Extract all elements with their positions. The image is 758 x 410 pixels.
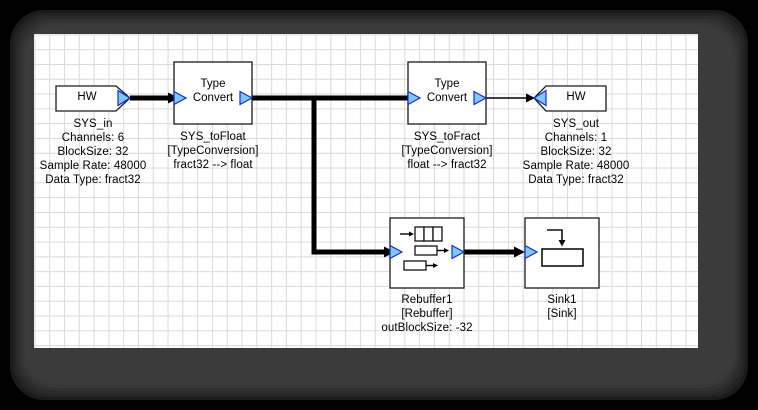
- label-sys-tofract-detail-0: [TypeConversion]: [401, 145, 493, 157]
- diagram-canvas[interactable]: HW Type Convert Type Convert HW SYS_in C…: [34, 34, 698, 348]
- node-sys-tofloat[interactable]: [173, 61, 254, 125]
- label-rebuffer1: Rebuffer1 [Rebuffer] outBlockSize: -32: [357, 293, 497, 335]
- label-sys-tofloat-name: SYS_toFloat: [180, 131, 246, 143]
- label-sys-out-detail-2: Sample Rate: 48000: [522, 160, 630, 172]
- rebuffer-icon: [400, 226, 449, 271]
- label-sys-in-detail-3: Data Type: fract32: [45, 174, 141, 186]
- wire-sys-in-to-sys-tofloat[interactable]: [130, 92, 179, 104]
- node-sys-in[interactable]: [55, 85, 132, 112]
- label-sys-tofract: SYS_toFract [TypeConversion] float --> f…: [377, 130, 517, 172]
- wire-sys-tofloat-to-rebuffer1[interactable]: [311, 98, 395, 258]
- label-sys-out-detail-1: BlockSize: 32: [540, 146, 612, 158]
- label-sys-in-detail-1: BlockSize: 32: [57, 146, 129, 158]
- wire-sys-tofract-to-sys-out[interactable]: [486, 93, 535, 103]
- label-sys-tofloat-detail-1: fract32 --> float: [173, 159, 253, 171]
- label-sys-tofloat-detail-0: [TypeConversion]: [167, 145, 259, 157]
- node-sys-out[interactable]: [532, 85, 607, 112]
- label-sink1-detail-0: [Sink]: [547, 308, 577, 320]
- label-sys-in-name: SYS_in: [73, 118, 113, 130]
- label-sys-out: SYS_out Channels: 1 BlockSize: 32 Sample…: [504, 117, 648, 187]
- node-sink1[interactable]: [524, 217, 600, 289]
- label-sys-in-detail-0: Channels: 6: [61, 132, 125, 144]
- node-rebuffer1[interactable]: [389, 217, 466, 289]
- label-sink1: Sink1 [Sink]: [502, 293, 622, 321]
- label-sys-out-name: SYS_out: [552, 118, 600, 130]
- label-sys-in-detail-2: Sample Rate: 48000: [39, 160, 147, 172]
- block-diagram-svg: [55, 61, 607, 289]
- label-sys-tofract-detail-1: float --> fract32: [407, 159, 487, 171]
- label-sink1-name: Sink1: [547, 294, 577, 306]
- node-sys-tofract[interactable]: [407, 61, 488, 125]
- wire-rebuffer1-to-sink1[interactable]: [464, 246, 525, 258]
- label-sys-out-detail-0: Channels: 1: [544, 132, 608, 144]
- label-sys-in: SYS_in Channels: 6 BlockSize: 32 Sample …: [34, 117, 165, 187]
- label-rebuffer1-detail-1: outBlockSize: -32: [381, 322, 473, 334]
- sink-icon: [541, 229, 584, 267]
- label-rebuffer1-name: Rebuffer1: [401, 294, 453, 306]
- label-sys-out-detail-3: Data Type: fract32: [528, 174, 624, 186]
- label-sys-tofloat: SYS_toFloat [TypeConversion] fract32 -->…: [143, 130, 283, 172]
- wire-sys-tofloat-to-sys-tofract[interactable]: [252, 92, 421, 104]
- label-sys-tofract-name: SYS_toFract: [413, 131, 481, 143]
- label-rebuffer1-detail-0: [Rebuffer]: [401, 308, 453, 320]
